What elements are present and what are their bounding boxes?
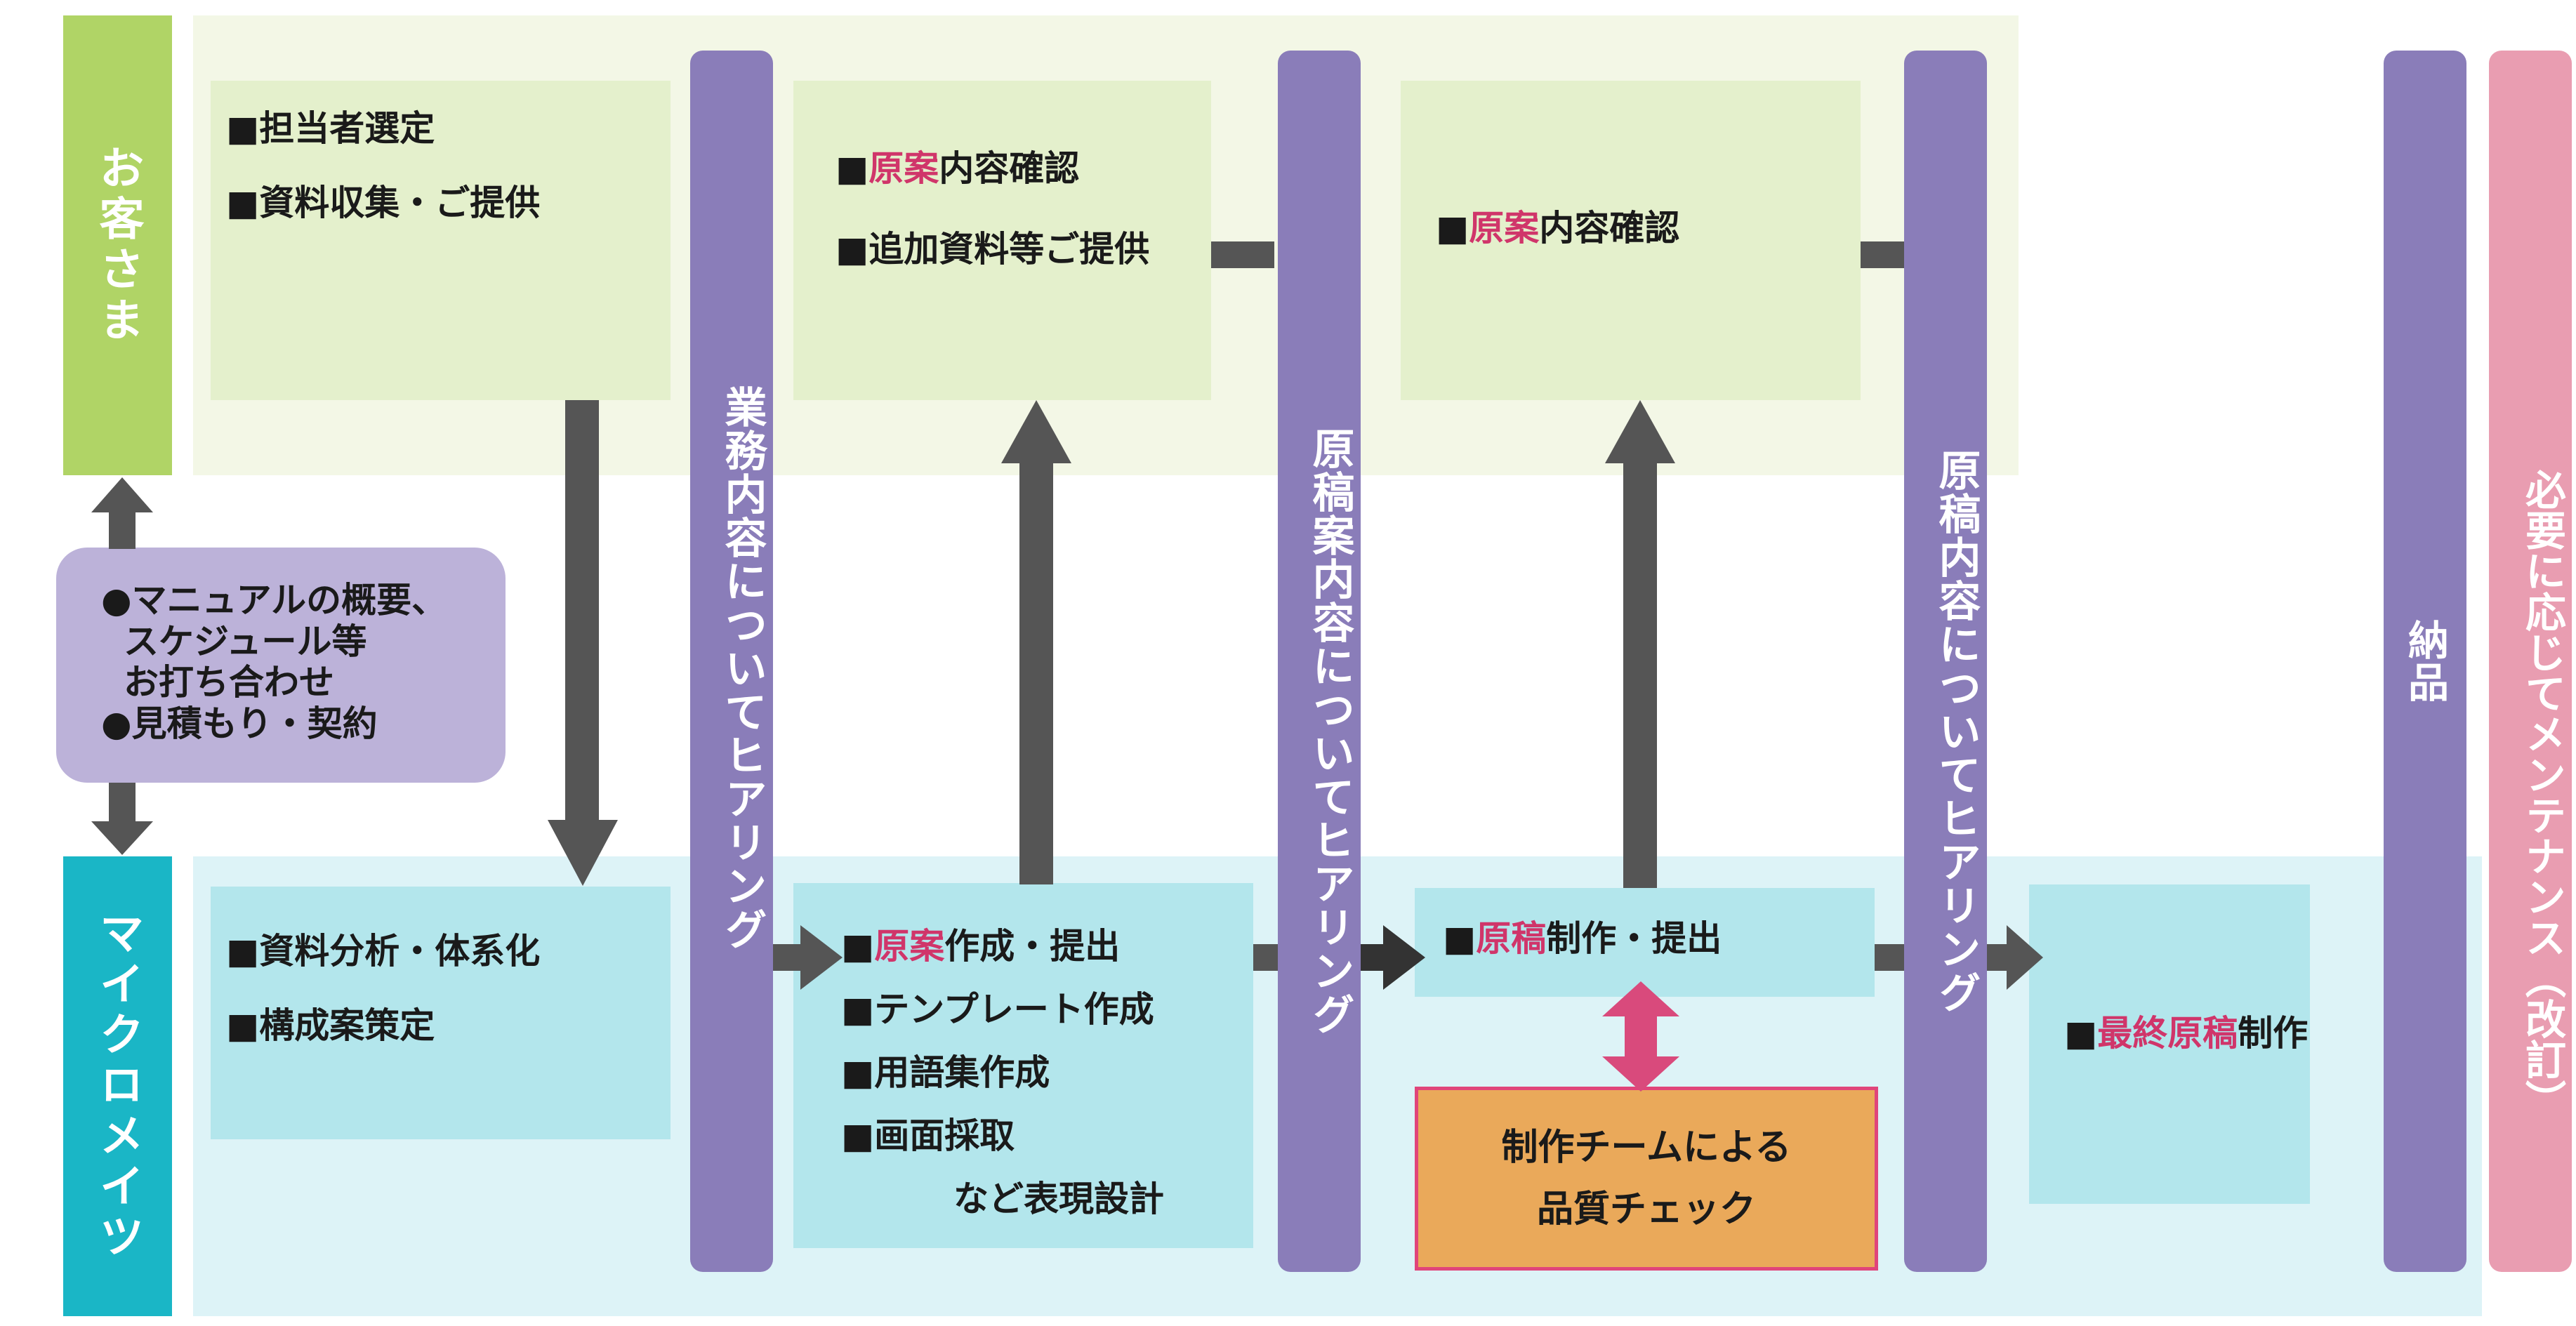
connector-bar: [1875, 944, 1906, 971]
summary-line: ●マニュアルの概要、: [101, 580, 447, 621]
connector-shaft: [109, 783, 136, 825]
item-prefix: ■: [835, 148, 869, 189]
list-item: ■原案内容確認: [835, 147, 1211, 190]
client-box-1: ■担当者選定 ■資料収集・ご提供: [211, 81, 671, 400]
summary-line: スケジュール等: [124, 621, 367, 662]
list-item: ■テンプレート作成: [841, 989, 1154, 1030]
pillar-hearing-draft-plan: 原稿案内容についてヒアリング: [1278, 51, 1361, 1272]
client-box-3: ■原案内容確認: [1401, 81, 1861, 400]
arrow-right-head: [1383, 925, 1425, 990]
connector-bar: [1861, 241, 1904, 268]
list-item: ■原稿制作・提出: [1443, 917, 1875, 960]
quality-check-line: 制作チームによる: [1501, 1126, 1792, 1169]
arrow-up-head: [1605, 400, 1675, 463]
arrow-right-head: [2007, 925, 2043, 990]
list-item: ■画面採取: [841, 1115, 1015, 1156]
list-item: ■資料分析・体系化: [226, 931, 541, 972]
item-prefix: ■: [1436, 208, 1469, 248]
item-prefix: ■: [841, 926, 875, 967]
arrow-down-head: [548, 820, 618, 886]
item-rest: 内容確認: [1539, 208, 1680, 248]
summary-line: お打ち合わせ: [124, 662, 334, 703]
list-item: ■追加資料等ご提供: [835, 229, 1150, 270]
item-prefix: ■: [1443, 918, 1477, 959]
mm-box-3: ■原稿制作・提出: [1415, 888, 1875, 997]
pillar-maintenance: 必要に応じてメンテナンス（改訂）: [2489, 51, 2572, 1272]
arrow-right-shaft: [772, 944, 804, 971]
arrow-up-shaft: [1623, 460, 1657, 888]
summary-box: ●マニュアルの概要、 スケジュール等 お打ち合わせ ●見積もり・契約: [56, 548, 506, 783]
arrow-up-shaft: [1019, 460, 1053, 884]
item-highlight: 原案: [868, 148, 939, 189]
list-item: ■最終原稿制作: [2064, 1012, 2310, 1054]
mm-box-2: ■原案作成・提出 ■テンプレート作成 ■用語集作成 ■画面採取 など表現設計: [793, 883, 1253, 1248]
summary-line: ●見積もり・契約: [101, 703, 378, 744]
list-item: ■構成案策定: [226, 1005, 435, 1046]
lane-label-client: お客さま: [63, 15, 172, 475]
lane-label-micromates: マイクロメイツ: [63, 856, 172, 1316]
connector-shaft: [109, 512, 136, 549]
list-item: ■原案内容確認: [1436, 207, 1861, 249]
arrow-right-head: [800, 925, 843, 990]
list-item: ■担当者選定: [226, 108, 435, 149]
arrow-up-head: [1001, 400, 1071, 463]
list-item: など表現設計: [953, 1179, 1164, 1219]
mm-box-4: ■最終原稿制作: [2029, 884, 2310, 1204]
item-rest: 制作・提出: [1546, 918, 1722, 959]
double-arrow-head-up: [1602, 981, 1679, 1016]
double-arrow-shaft: [1625, 1011, 1657, 1061]
quality-check-box: 制作チームによる 品質チェック: [1415, 1087, 1878, 1271]
arrow-down-shaft: [565, 400, 599, 821]
item-rest: 作成・提出: [944, 926, 1121, 967]
pillar-delivery: 納品: [2384, 51, 2466, 1272]
item-prefix: ■: [2064, 1013, 2098, 1054]
list-item: ■原案作成・提出: [841, 915, 1253, 978]
pillar-hearing-draft: 原稿内容についてヒアリング: [1904, 51, 1987, 1272]
arrow-down-head: [91, 821, 153, 855]
arrow-up-head: [91, 477, 153, 512]
item-highlight: 原案: [1469, 208, 1540, 248]
double-arrow-head-down: [1602, 1056, 1679, 1092]
quality-check-line: 品質チェック: [1536, 1188, 1756, 1231]
connector-bar: [1211, 241, 1274, 268]
list-item: ■用語集作成: [841, 1052, 1050, 1093]
pillar-hearing-business: 業務内容についてヒアリング: [690, 51, 773, 1272]
client-box-2: ■原案内容確認 ■追加資料等ご提供: [793, 81, 1211, 400]
list-item: ■資料収集・ご提供: [226, 183, 541, 223]
item-highlight: 最終原稿: [2097, 1013, 2238, 1054]
item-highlight: 原案: [874, 926, 945, 967]
item-highlight: 原稿: [1476, 918, 1547, 959]
item-rest: 制作: [2238, 1013, 2309, 1054]
mm-box-1: ■資料分析・体系化 ■構成案策定: [211, 887, 671, 1139]
item-rest: 内容確認: [939, 148, 1080, 189]
connector-bar: [1253, 944, 1278, 971]
